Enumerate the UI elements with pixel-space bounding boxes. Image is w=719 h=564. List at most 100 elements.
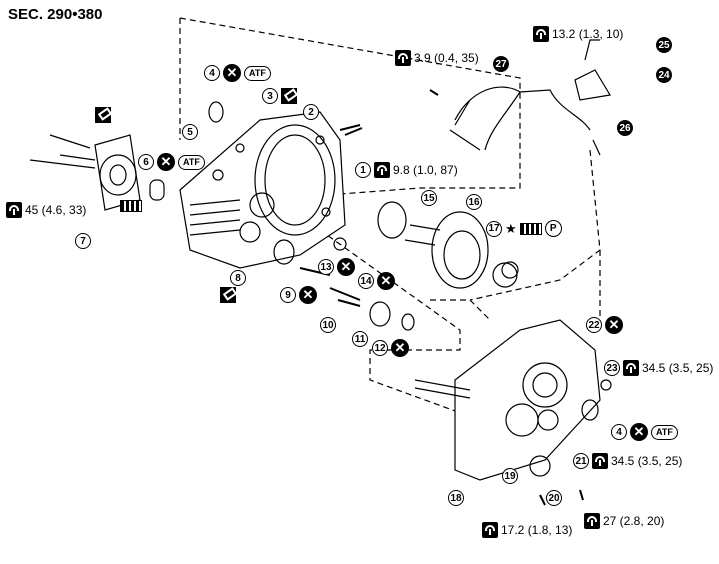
part-13-group: 13 ✕ — [318, 258, 355, 276]
part-8: 8 — [230, 270, 246, 286]
torque-icon — [584, 513, 600, 529]
part-20: 20 — [546, 490, 562, 506]
torque-icon — [533, 26, 549, 42]
torque-value: 9.8 (1.0, 87) — [393, 163, 458, 177]
sealant-icon — [120, 200, 142, 212]
oil-seal-4-left — [208, 101, 224, 123]
part-19-group: 19 — [502, 468, 518, 484]
replace-icon: ✕ — [223, 64, 241, 82]
torque-callout-3: 1 9.8 (1.0, 87) — [355, 162, 458, 178]
transfer-case-housing — [179, 111, 346, 269]
part-22: 22 — [586, 317, 602, 333]
part-3-group: 3 — [262, 88, 297, 104]
replace-icon: ✕ — [391, 339, 409, 357]
part-27: 27 — [493, 56, 509, 72]
part-17: 17 — [486, 220, 502, 237]
star-icon: ★ — [505, 220, 517, 236]
part-16-group: 16 — [466, 194, 482, 210]
replace-icon: ✕ — [299, 286, 317, 304]
p-icon: P — [544, 220, 562, 237]
grease-marker-case — [220, 287, 236, 303]
part-7: 7 — [75, 233, 91, 249]
atf-icon: ATF — [244, 65, 271, 81]
torque-value: 34.5 (3.5, 25) — [642, 361, 714, 375]
replace-icon: ✕ — [337, 258, 355, 276]
part-18-group: 18 — [448, 490, 464, 506]
part-4-right-group: 4 ✕ ATF — [611, 423, 678, 441]
torque-callout-2: 3.9 (0.4, 35) — [395, 50, 479, 66]
torque-value: 34.5 (3.5, 25) — [611, 454, 683, 468]
part-2: 2 — [303, 104, 319, 120]
torque-value: 13.2 (1.3, 10) — [552, 27, 624, 41]
part-11: 11 — [352, 331, 368, 347]
replace-icon: ✕ — [605, 316, 623, 334]
part-15-group: 15 — [421, 190, 437, 206]
part-14: 14 — [358, 273, 374, 289]
drive-gear — [377, 201, 518, 289]
part-23: 23 — [604, 360, 620, 376]
torque-value: 3.9 (0.4, 35) — [414, 51, 479, 65]
part-12-group: 12 ✕ — [372, 339, 409, 357]
rear-cover — [414, 319, 601, 481]
part-26: 26 — [617, 120, 633, 136]
part-4: 4 — [204, 65, 220, 81]
replace-icon: ✕ — [377, 272, 395, 290]
torque-icon — [6, 202, 22, 218]
part-27-group: 27 — [493, 56, 509, 72]
torque-icon — [482, 522, 498, 538]
part-24-group: 24 — [656, 67, 672, 83]
torque-callout-1: 13.2 (1.3, 10) — [533, 26, 623, 42]
part-1: 1 — [355, 162, 371, 178]
actuator-motor — [29, 134, 165, 211]
part-5: 5 — [182, 124, 198, 140]
atf-icon: ATF — [178, 154, 205, 170]
torque-icon — [395, 50, 411, 66]
part-3: 3 — [262, 88, 278, 104]
part-8-group: 8 — [230, 270, 246, 286]
atf-icon: ATF — [651, 424, 678, 440]
replace-icon: ✕ — [157, 153, 175, 171]
part-26-group: 26 — [617, 120, 633, 136]
torque-icon — [592, 453, 608, 469]
section-label: SEC. 290•380 — [8, 6, 103, 23]
torque-callout-4: 45 (4.6, 33) — [6, 202, 86, 218]
sealant-icon — [519, 222, 542, 235]
part-11-group: 11 — [352, 331, 368, 347]
wiring-harness — [449, 39, 611, 156]
part-25-group: 25 — [656, 37, 672, 53]
part-16: 16 — [466, 194, 482, 210]
part-2-group: 2 — [303, 104, 319, 120]
torque-icon — [374, 162, 390, 178]
part-19: 19 — [502, 468, 518, 484]
part-4-group: 4 ✕ ATF — [204, 64, 271, 82]
part-10-group: 10 — [320, 317, 336, 333]
torque-value: 17.2 (1.8, 13) — [501, 523, 573, 537]
part-9: 9 — [280, 287, 296, 303]
torque-icon — [623, 360, 639, 376]
torque-value: 27 (2.8, 20) — [603, 514, 665, 528]
torque-value: 45 (4.6, 33) — [25, 203, 87, 217]
part-13: 13 — [318, 259, 334, 275]
grease-icon — [281, 88, 297, 104]
part-22-group: 22 ✕ — [586, 316, 623, 334]
part-14-group: 14 ✕ — [358, 272, 395, 290]
part-17-group: 17 ★ P — [486, 220, 562, 237]
part-12: 12 — [372, 340, 388, 356]
part-24: 24 — [656, 67, 672, 83]
grease-icon — [220, 287, 236, 303]
part-20-group: 20 — [546, 490, 562, 506]
part-6: 6 — [138, 154, 154, 170]
grease-icon — [95, 107, 111, 123]
part-18: 18 — [448, 490, 464, 506]
grease-marker-motor — [95, 107, 111, 123]
torque-callout-5: 23 34.5 (3.5, 25) — [604, 360, 713, 376]
torque-callout-7: 27 (2.8, 20) — [584, 513, 664, 529]
part-15: 15 — [421, 190, 437, 206]
part-7-group: 7 — [75, 233, 91, 249]
part-6-group: 6 ✕ ATF — [138, 153, 205, 171]
part-21: 21 — [573, 453, 589, 469]
torque-callout-6: 21 34.5 (3.5, 25) — [573, 453, 682, 469]
part-25: 25 — [656, 37, 672, 53]
